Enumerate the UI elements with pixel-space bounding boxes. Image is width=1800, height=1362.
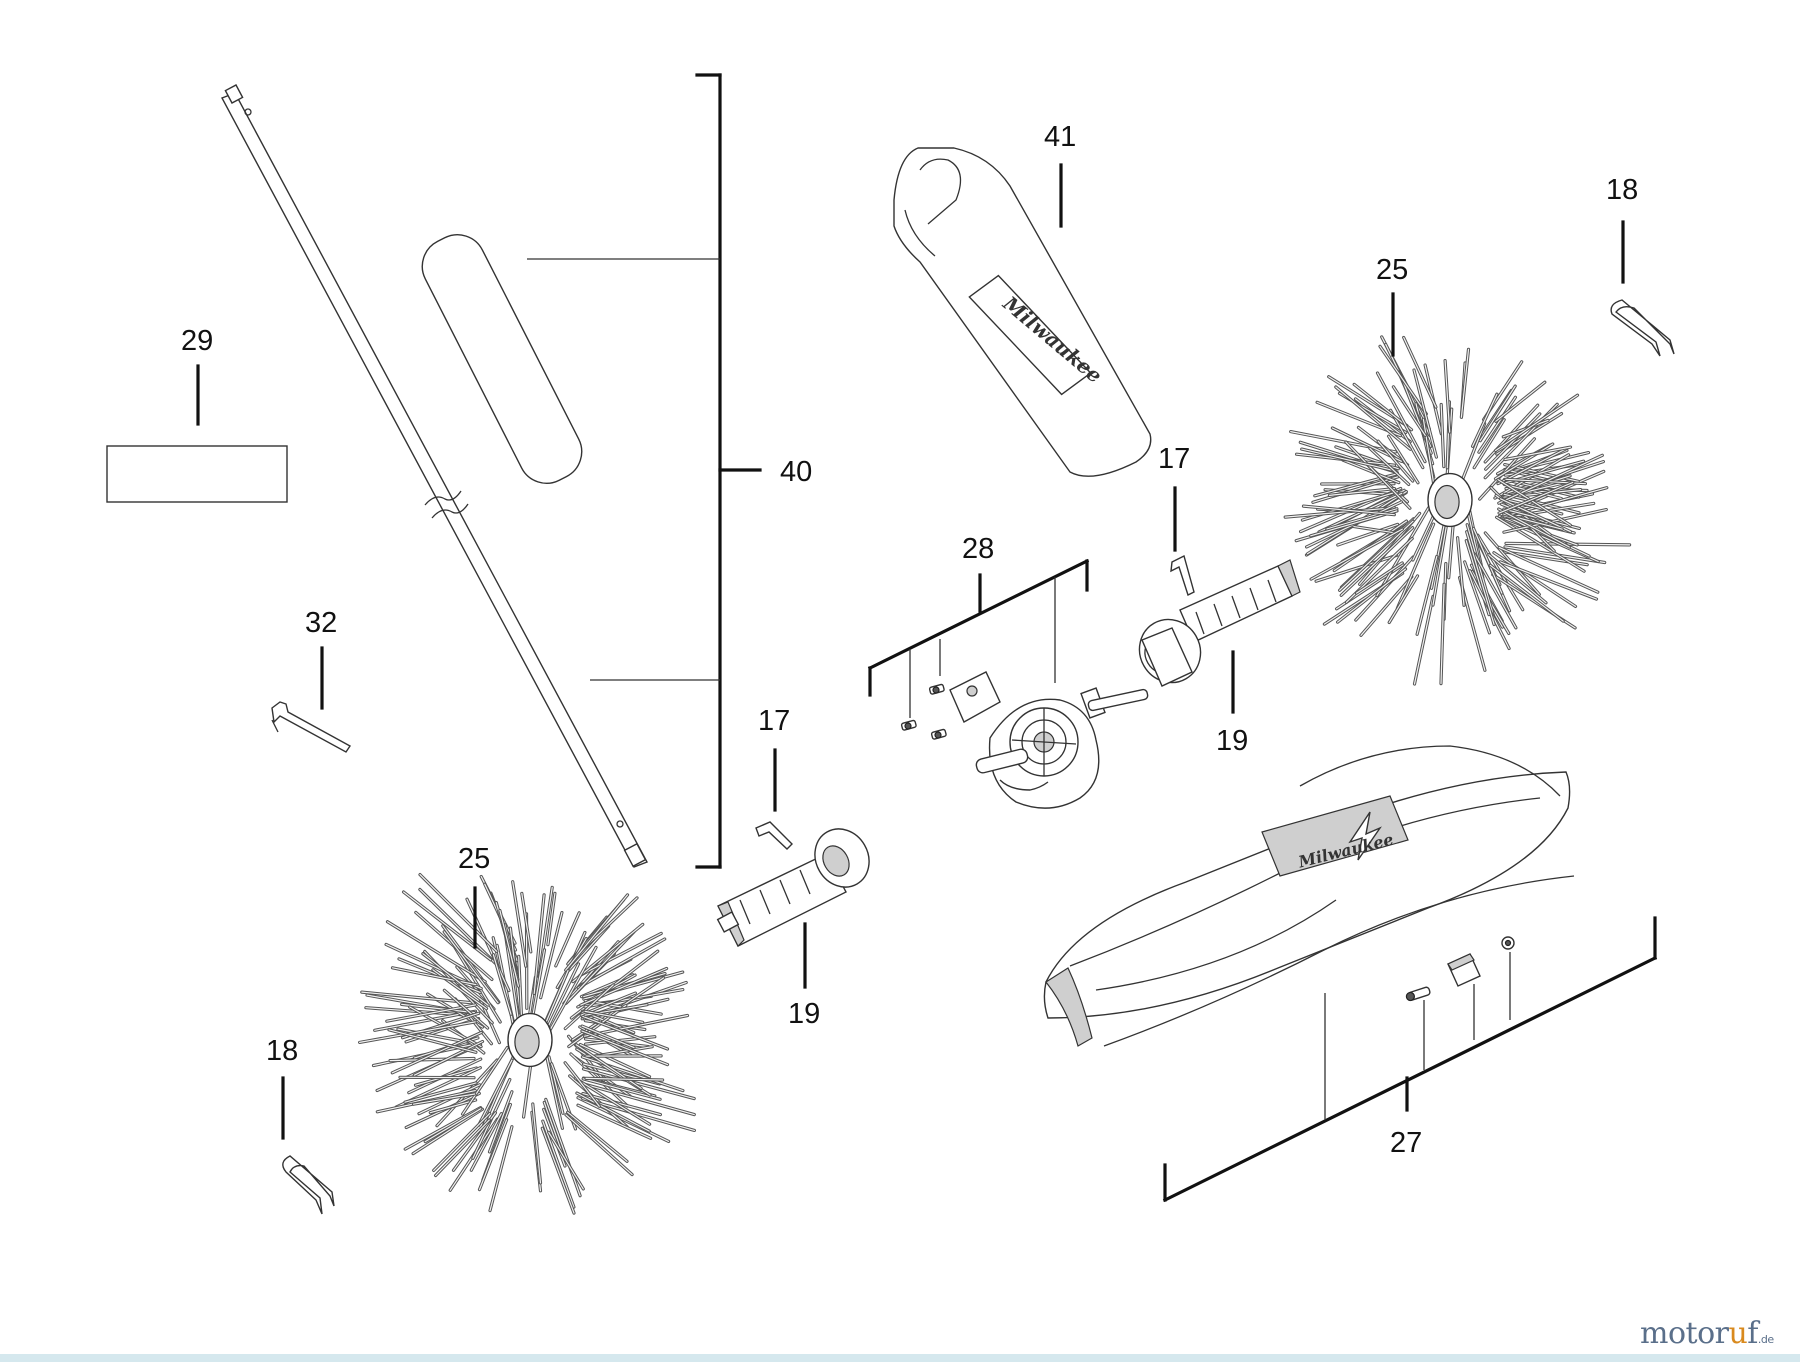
part-27-hardware[interactable]: [1405, 936, 1515, 1002]
part-19-drive-shaft-lower[interactable]: [716, 819, 880, 948]
part-18-hairpin-clip-low[interactable]: [282, 1155, 335, 1215]
part-32-hex-key[interactable]: [271, 701, 352, 753]
callout-18-low: 18: [266, 1035, 298, 1067]
part-25-brush-top[interactable]: [1283, 335, 1632, 686]
watermark-logo: motoruf.de: [1640, 1316, 1774, 1351]
part-28-screws[interactable]: [900, 683, 947, 740]
callout-17-mid: 17: [1158, 443, 1190, 475]
part-17-hex-key-mid[interactable]: [1170, 554, 1195, 596]
part-40-grip[interactable]: [413, 225, 592, 493]
callout-32: 32: [305, 607, 337, 639]
part-27-guard-cover[interactable]: Milwaukee: [1043, 745, 1575, 1047]
part-41-storage-bag[interactable]: Milwaukee: [893, 147, 1152, 477]
callout-25-top: 25: [1376, 254, 1408, 286]
part-29-label-plate[interactable]: [106, 445, 288, 503]
callout-27: 27: [1390, 1127, 1422, 1159]
callout-18-top: 18: [1606, 174, 1638, 206]
part-28-gear-head[interactable]: [949, 671, 1149, 809]
callout-41: 41: [1044, 121, 1076, 153]
part-25-brush-lower[interactable]: [358, 872, 697, 1215]
bottom-bar: [0, 1354, 1800, 1362]
callout-40: 40: [780, 456, 812, 488]
part-18-hairpin-clip-top[interactable]: [1610, 299, 1675, 357]
part-17-hex-key-low[interactable]: [755, 821, 793, 850]
callout-17-low: 17: [758, 705, 790, 737]
callout-19-lower: 19: [788, 998, 820, 1030]
part-40-bracket: [527, 73, 762, 869]
part-19-drive-shaft-upper[interactable]: [1128, 559, 1301, 694]
callout-29: 29: [181, 325, 213, 357]
part-40-shaft[interactable]: [221, 84, 648, 868]
part-27-bracket: [1162, 916, 1658, 1203]
part-28-bracket: [867, 558, 1090, 718]
callout-25-lower: 25: [458, 843, 490, 875]
callout-28: 28: [962, 533, 994, 565]
callout-19-upper: 19: [1216, 725, 1248, 757]
